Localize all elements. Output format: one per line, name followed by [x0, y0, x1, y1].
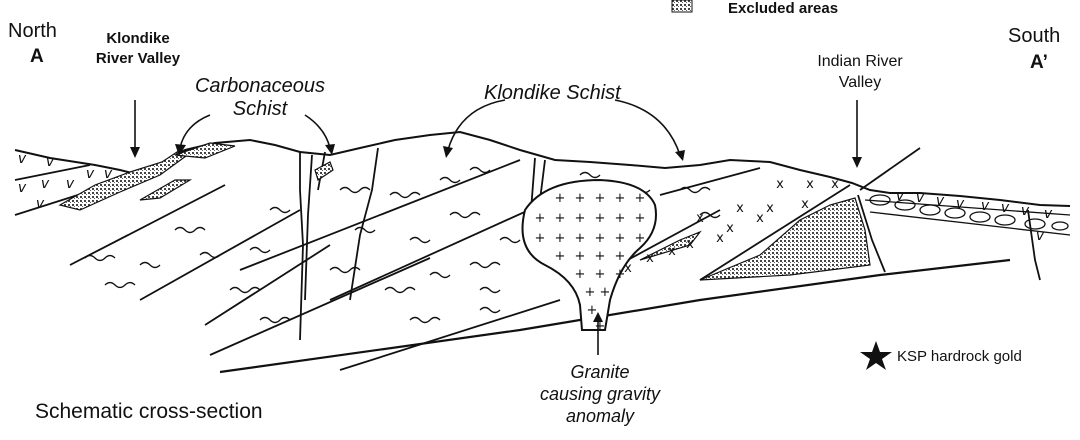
svg-text:+: + — [587, 303, 598, 318]
svg-text:+: + — [615, 191, 626, 206]
svg-text:v: v — [1001, 200, 1010, 216]
svg-text:v: v — [66, 176, 75, 192]
legend-excluded-areas: Excluded areas — [728, 0, 838, 17]
indian-river-valley-label-line1: Indian River — [790, 53, 930, 71]
svg-text:v: v — [936, 193, 945, 209]
svg-text:+: + — [585, 285, 596, 300]
svg-text:x: x — [624, 261, 632, 276]
svg-text:+: + — [555, 211, 566, 226]
north-section-code: A — [30, 46, 44, 68]
svg-text:x: x — [686, 237, 694, 252]
svg-text:+: + — [635, 211, 646, 226]
svg-text:+: + — [635, 231, 646, 246]
svg-text:+: + — [595, 231, 606, 246]
south-section-code: A’ — [1030, 52, 1048, 74]
granite-label-line2: causing gravity — [510, 384, 690, 405]
svg-text:v: v — [41, 176, 50, 192]
svg-text:v: v — [86, 166, 95, 182]
klondike-schist-label: Klondike Schist — [484, 82, 621, 105]
svg-text:v: v — [1036, 228, 1045, 244]
svg-text:v: v — [18, 151, 27, 167]
svg-text:v: v — [1044, 206, 1053, 222]
svg-text:v: v — [916, 190, 925, 206]
svg-text:+: + — [575, 249, 586, 264]
svg-text:+: + — [555, 249, 566, 264]
svg-text:+: + — [595, 191, 606, 206]
svg-text:x: x — [646, 251, 654, 266]
svg-text:+: + — [575, 231, 586, 246]
svg-text:v: v — [981, 198, 990, 214]
svg-text:+: + — [595, 249, 606, 264]
svg-text:v: v — [1021, 203, 1030, 219]
svg-text:+: + — [575, 267, 586, 282]
svg-text:+: + — [555, 191, 566, 206]
svg-text:+: + — [535, 211, 546, 226]
svg-text:x: x — [801, 197, 809, 212]
klondike-river-valley-label-line1: Klondike — [88, 30, 188, 47]
indian-river-valley-label-line2: Valley — [790, 74, 930, 92]
svg-text:x: x — [806, 177, 814, 192]
svg-text:v: v — [18, 180, 27, 196]
carbonaceous-schist-label-line2: Schist — [175, 98, 345, 121]
svg-text:+: + — [635, 191, 646, 206]
svg-text:x: x — [696, 211, 704, 226]
svg-text:+: + — [615, 211, 626, 226]
svg-text:+: + — [555, 231, 566, 246]
svg-text:x: x — [756, 211, 764, 226]
granite-label-line1: Granite — [510, 362, 690, 383]
star-icon — [860, 341, 892, 370]
stippled-zones — [60, 143, 870, 280]
svg-text:v: v — [104, 166, 113, 182]
svg-text:v: v — [36, 196, 45, 212]
south-label: South — [1008, 25, 1060, 48]
granite-label-line3: anomaly — [510, 406, 690, 427]
carbonaceous-schist-label-line1: Carbonaceous — [175, 75, 345, 98]
svg-text:v: v — [956, 196, 965, 212]
svg-text:+: + — [600, 285, 611, 300]
excluded-areas-swatch-icon — [672, 0, 692, 12]
ksp-hardrock-gold-label: KSP hardrock gold — [897, 348, 1080, 365]
svg-text:+: + — [575, 191, 586, 206]
svg-text:x: x — [766, 201, 774, 216]
svg-text:v: v — [896, 188, 905, 204]
svg-text:x: x — [831, 177, 839, 192]
svg-text:x: x — [776, 177, 784, 192]
figure-caption: Schematic cross-section — [35, 400, 263, 424]
svg-text:v: v — [46, 154, 55, 170]
svg-text:x: x — [736, 201, 744, 216]
svg-text:+: + — [595, 267, 606, 282]
klondike-river-valley-label-line2: River Valley — [88, 50, 188, 67]
leader-arrows — [135, 100, 857, 355]
svg-text:+: + — [535, 231, 546, 246]
svg-text:+: + — [615, 231, 626, 246]
north-label: North — [8, 20, 57, 43]
svg-text:+: + — [595, 211, 606, 226]
svg-text:x: x — [716, 231, 724, 246]
svg-text:+: + — [575, 211, 586, 226]
svg-text:x: x — [668, 244, 676, 259]
svg-text:x: x — [726, 221, 734, 236]
